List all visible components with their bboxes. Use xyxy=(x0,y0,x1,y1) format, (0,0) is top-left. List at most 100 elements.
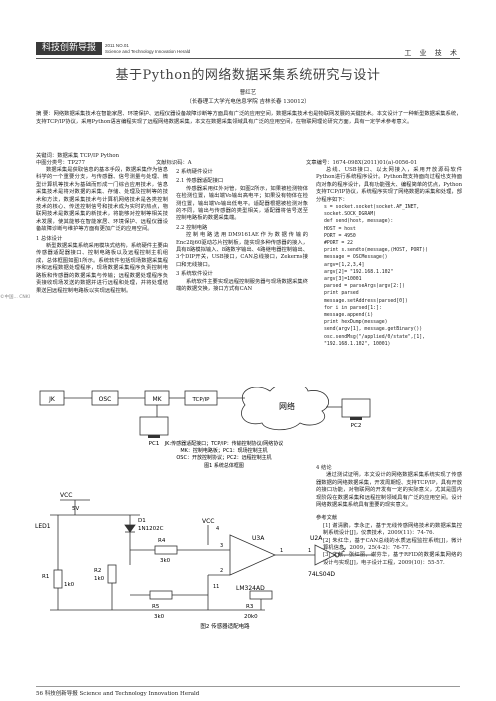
r2-label: R2 xyxy=(94,568,101,574)
pc1-stand xyxy=(148,435,160,438)
control-paragraph: 控制电路选用DM9161AE作为数据传输的Enc28j60驱动芯片控制板，能实现… xyxy=(176,232,308,268)
section-heading-3: 3 系统软件设计 xyxy=(176,271,213,278)
code-line: message = OSCMessage() xyxy=(324,255,388,261)
header-rule xyxy=(36,58,460,59)
journal-badge: 科技创新导报 xyxy=(36,42,102,55)
r2-value: 1k0 xyxy=(94,576,105,582)
d1-part-label: 1N1202C xyxy=(138,526,164,532)
led1-label: LED1 xyxy=(35,523,51,530)
code-line: message.append(i) xyxy=(324,313,374,319)
reference-item: [3] 文献，张红丽，谢芬华，基于RFID的数据采集网络的设计与实现[J]，电子… xyxy=(323,552,462,566)
conclusion-paragraph: 通过测试证明，本文设计的网络数据采集系统实现了传感器数据的网络数据采集，开发周期… xyxy=(316,472,462,509)
code-listing: s = socket.socket(socket.AF_INET,socket.… xyxy=(316,204,462,348)
journal-english: Science and Technology Innovation Herald xyxy=(105,49,191,54)
column-1: 数据采集是获取信息的基本手段，数据采集作为信息科学的一个重要分支，与传感器、信号… xyxy=(36,167,168,295)
network-label: 网络 xyxy=(279,401,295,411)
pin-1-inverter: 1 xyxy=(308,548,311,554)
pin-3: 3 xyxy=(220,543,223,549)
r5-label: R5 xyxy=(152,604,160,610)
u2a-label: U2A xyxy=(310,535,323,542)
classification: 中图分类号：TP277 xyxy=(36,160,85,166)
sensor-paragraph: 传感器采用红外对管，如图2所示，如果被检测物体在检测位置，输出端Vo输出高电平；… xyxy=(176,185,308,222)
pin-2-inverter: 2 xyxy=(342,548,345,554)
code-line: for i in parsed[1:]: xyxy=(324,305,382,311)
pin-2: 2 xyxy=(220,568,223,574)
r4-label: R4 xyxy=(158,538,166,544)
code-line: argv[3]=10001 xyxy=(324,277,362,283)
figure-2-circuit: VCC 5V LED1 D1 1N1202C R1 1k0 R2 1k0 R4 … xyxy=(35,492,375,630)
r4-value: 3k0 xyxy=(160,558,171,564)
issue-number: 2011 NO.01 xyxy=(105,43,129,48)
section-heading-1: 1 总体设计 xyxy=(36,235,63,242)
r1-value: 1k0 xyxy=(64,582,75,588)
fig2-title: 图2 传感器适配电路 xyxy=(200,622,250,630)
r3-value: 20k0 xyxy=(244,614,258,620)
pin-4: 4 xyxy=(216,526,219,532)
r3-label: R3 xyxy=(246,604,254,610)
code-line: argv[2]= "192.168.1.102" xyxy=(324,269,394,275)
reference-item: [1] 谢清鹏，李永正，基于无线传感网络技术的数据采集控制系统设计[J]，仪表技… xyxy=(323,522,462,537)
code-line: #PORT = 22 xyxy=(324,241,353,247)
pin-11: 11 xyxy=(213,584,219,590)
references-title: 参考文献 xyxy=(316,515,338,522)
pc2-stand xyxy=(350,417,362,420)
osc-label: OSC xyxy=(99,396,112,403)
pc2-monitor-icon xyxy=(341,398,371,418)
code-line: argv=[1,2,3,4] xyxy=(324,262,365,268)
keywords: 关键词：数据采集 TCP/IP Python xyxy=(36,153,120,159)
jk-label: JK xyxy=(48,396,56,403)
references-list: [1] 谢清鹏，李永正，基于无线传感网络技术的数据采集控制系统设计[J]，仪表技… xyxy=(316,523,462,567)
code-line: message.setAddress(parsed[0]) xyxy=(324,298,408,304)
software-paragraph: 系统软件主要实现远程控制服务器与现场数据采集终端的数据交换，接口方式有CAN xyxy=(176,278,308,293)
classification-line: 中图分类号：TP277 文献标识码：A 文章编号：1674-098X(2011)… xyxy=(36,158,462,166)
section-label: 工 业 技 术 xyxy=(404,49,460,57)
column-3-lower: 4 结论 通过测试证明，本文设计的网络数据采集系统实现了传感器数据的网络数据采集… xyxy=(316,463,462,567)
u3a-label: U3A xyxy=(252,535,265,542)
code-line: parsed = parseArgs(argv[2:]) xyxy=(324,284,405,290)
r5-value: 3k0 xyxy=(154,614,165,620)
r1-label: R1 xyxy=(42,574,49,580)
intro-paragraph: 数据采集是获取信息的基本手段，数据采集作为信息科学的一个重要分支，与传感器、信号… xyxy=(36,167,168,233)
fig1-title: 图1 系统总体框图 xyxy=(204,462,244,469)
article-number: 文章编号：1674-098X(2011)01(a)-0056-01 xyxy=(306,160,418,166)
section-heading-2: 2 系统硬件设计 xyxy=(176,169,213,175)
code-line: osc.sendMsg("/applied/0/state",[1], xyxy=(324,334,426,340)
python-paragraph: 总线、USB接口、以太网接入，采用开放源码软件Python进行系统程序设计。Py… xyxy=(316,167,462,203)
pc1-monitor-icon xyxy=(139,416,169,436)
subsection-2-1: 2.1 传感器适配接口 xyxy=(176,178,224,185)
figure-1-system-diagram: JK OSC MK TCP/IP 网络 PC1 PC2 JK:传感器适配接口；T… xyxy=(39,387,371,469)
section-heading-4: 4 结论 xyxy=(316,465,332,471)
supply-5v-label: 5V xyxy=(72,506,79,512)
article-title: 基于Python的网络数据采集系统研究与设计 xyxy=(115,68,381,83)
design-paragraph: 新型数据采集系统采用模块式结构，系统硬件主要由传感器适配器接口、控制电路板以及远… xyxy=(36,243,168,294)
subsection-2-2: 2.2 控制电路 xyxy=(176,224,208,231)
code-line: PORT = 4950 xyxy=(324,233,356,239)
affiliation: （长春理工大学光电信息学院 吉林长春 130012） xyxy=(186,99,310,105)
fig1-caption-line-1: JK:传感器适配接口；TCP/IP：传输控制协议/网络协议 xyxy=(164,440,284,447)
network-cloud xyxy=(241,387,329,431)
fig1-caption-line-2: MK：控制电路板；PC1：现场控制主机 xyxy=(180,447,267,454)
column-3: 总线、USB接口、以太网接入，采用开放源码软件Python进行系统程序设计。Py… xyxy=(316,167,462,348)
doc-code: 文献标识码：A xyxy=(156,160,192,166)
author: 曹红艺 xyxy=(239,90,257,96)
code-line: send(argv[1], message.getBinary()) xyxy=(324,327,423,333)
side-watermark: ©中国... CNKI xyxy=(0,295,31,300)
74ls04-label: 74LS04D xyxy=(308,571,335,578)
fig1-caption-line-3: OSC：开放控制协议；PC2：远程控制主机 xyxy=(176,454,271,461)
vcc-label: VCC xyxy=(60,492,72,499)
pin-1-opamp: 1 xyxy=(280,548,283,554)
code-line: HOST = host xyxy=(324,226,356,232)
d1-label: D1 xyxy=(138,518,146,524)
code-line: def send(host, message): xyxy=(324,219,394,225)
code-line: s = socket.socket(socket.AF_INET, xyxy=(324,205,420,211)
code-line: "192.168.1.102", 10001) xyxy=(324,341,391,347)
mk-label: MK xyxy=(152,396,162,403)
lm324-label: LM324AD xyxy=(236,585,265,592)
tcpip-label: TCP/IP xyxy=(192,397,211,403)
footer-rule xyxy=(36,686,460,687)
code-line: print hexDump(message) xyxy=(324,320,388,326)
reference-item: [2] 朱红华，基于CAN总线的水质远程监控系统[J]，微计算机信息，2009，… xyxy=(323,537,462,552)
code-line: socket.SOCK_DGRAM) xyxy=(324,212,376,218)
pc1-label: PC1 xyxy=(149,441,160,447)
abstract: 摘 要：网络数据采集技术在智能家居、环境保护、远程仪器设备故障诊断等方面具有广泛… xyxy=(36,111,462,125)
